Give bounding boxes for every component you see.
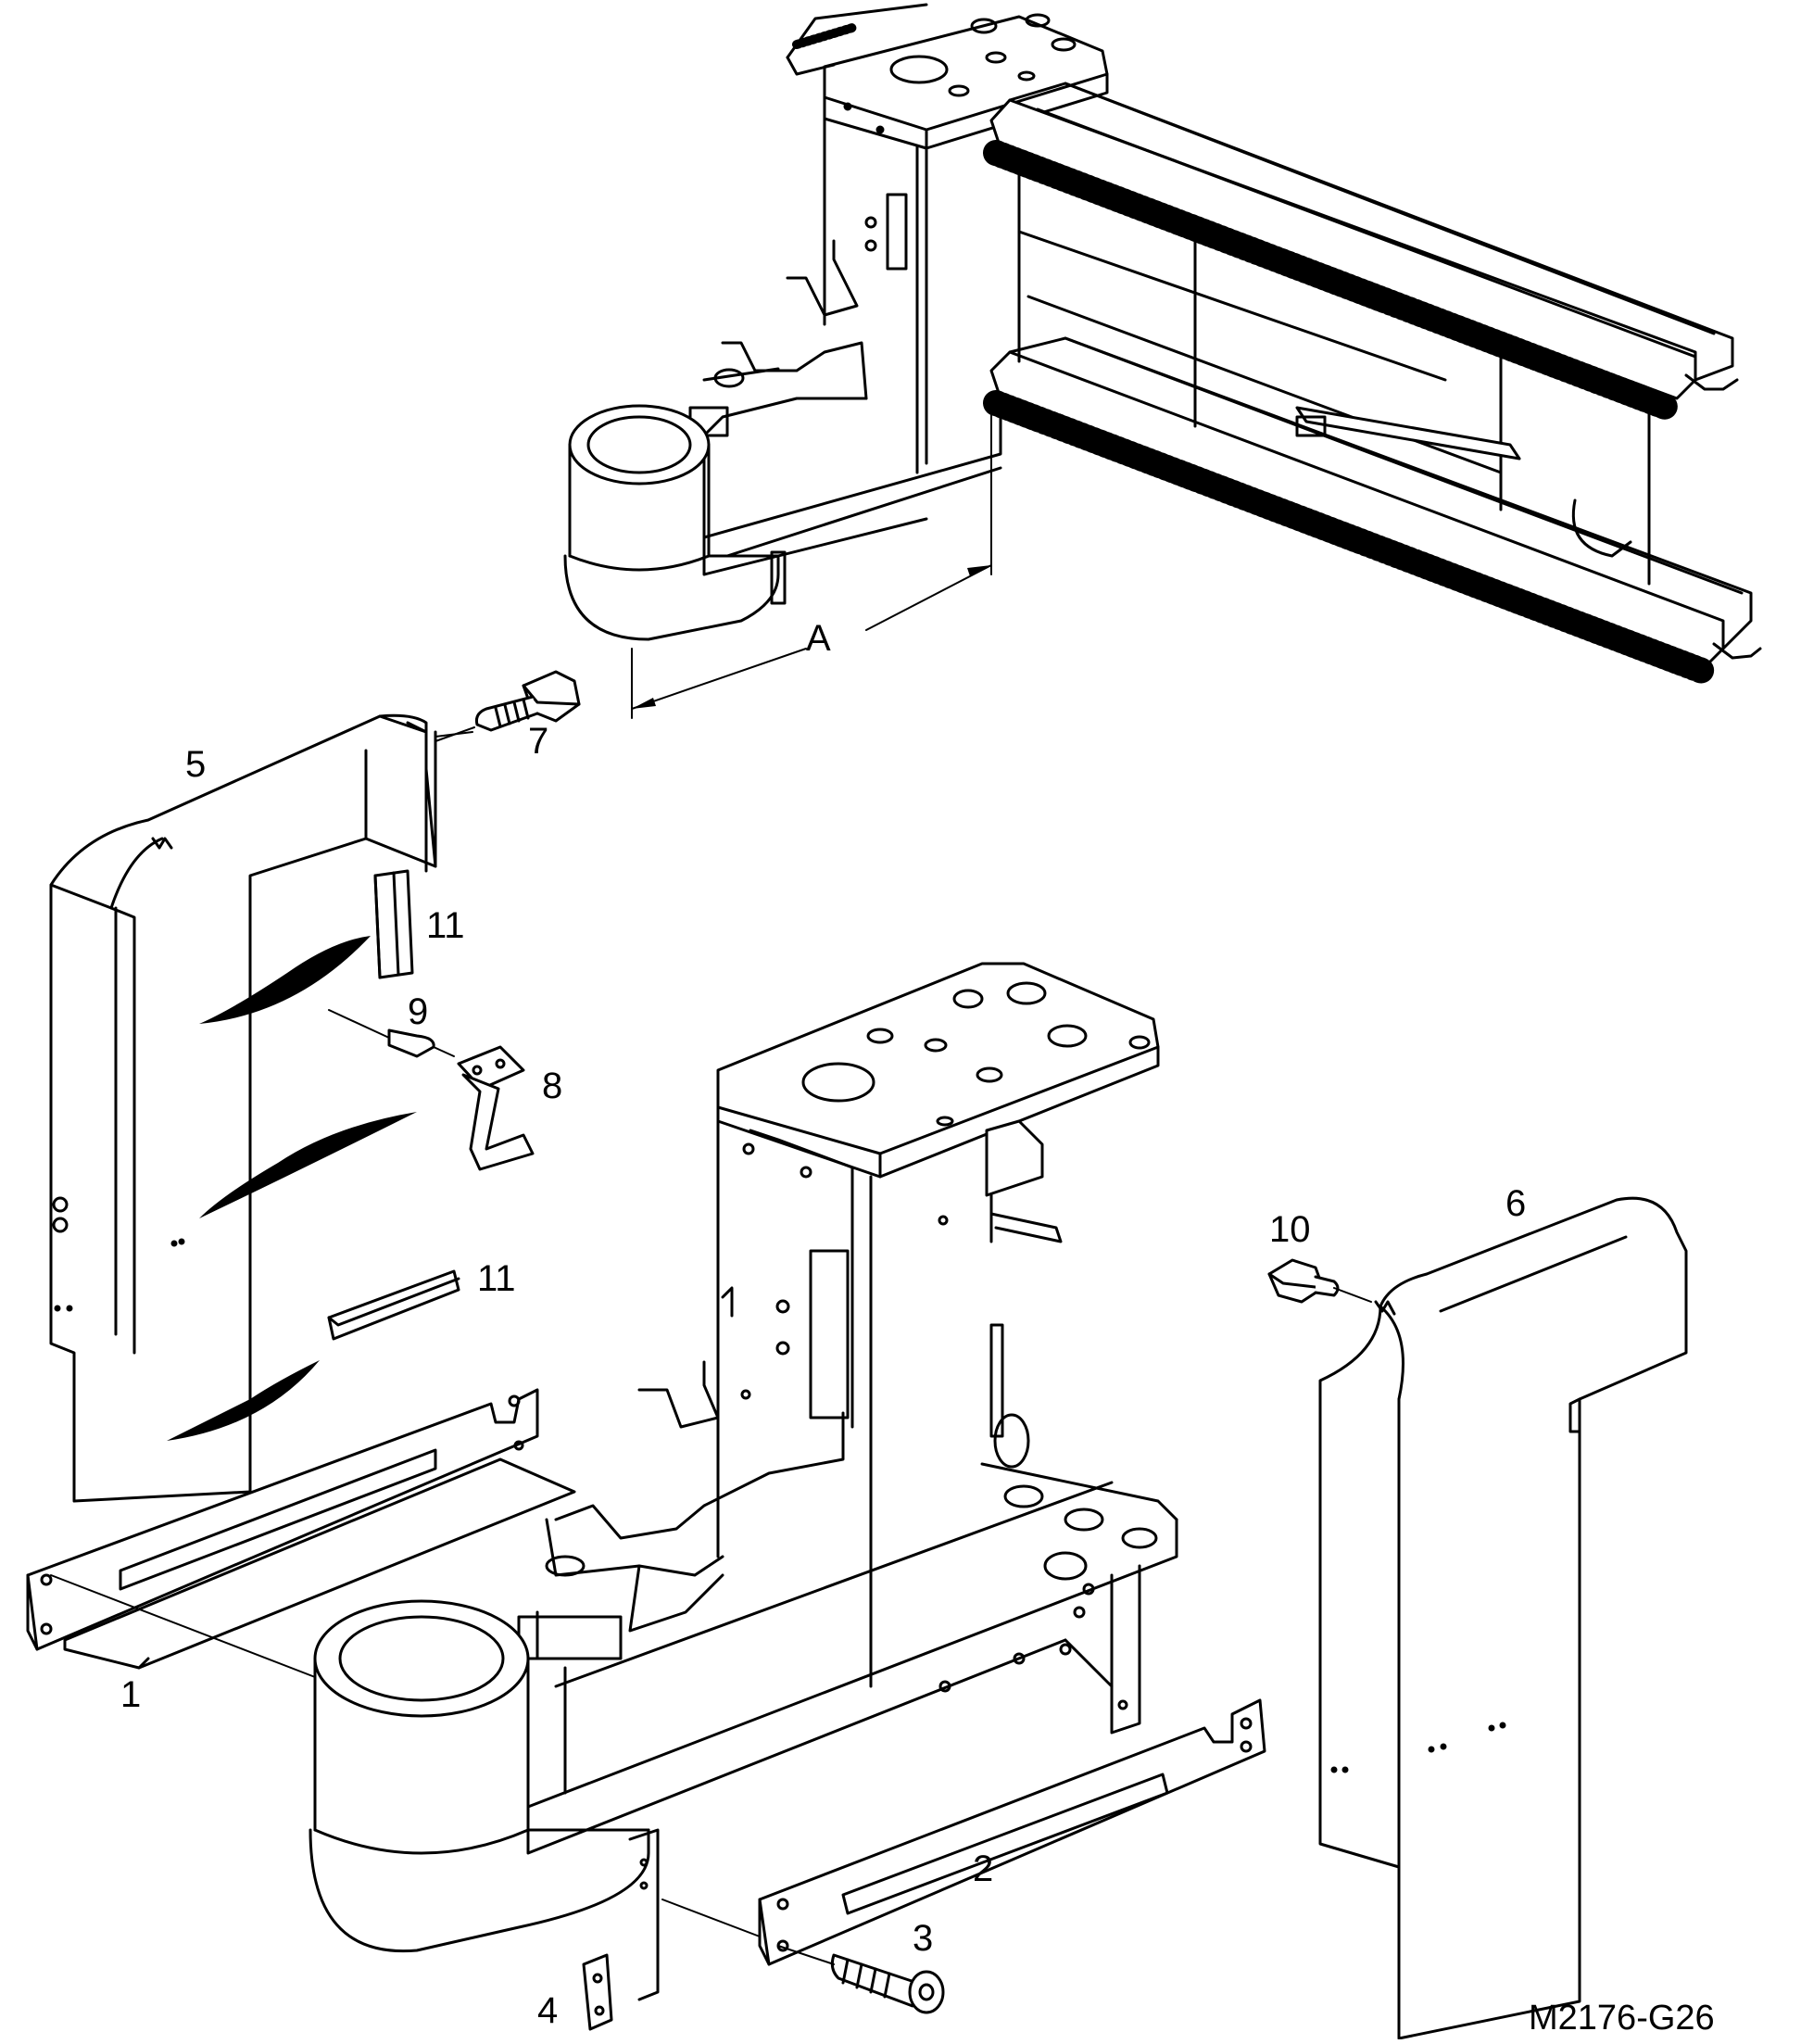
strip-11-upper xyxy=(373,869,414,979)
label-3: 3 xyxy=(913,1918,933,1959)
bolt-10 xyxy=(1267,1258,1372,1304)
plate-1 xyxy=(26,1388,576,1678)
rivet-9 xyxy=(328,1009,455,1058)
label-2: 2 xyxy=(973,1848,993,1889)
screw-3 xyxy=(777,1945,945,2014)
label-6: 6 xyxy=(1505,1183,1526,1224)
label-7: 7 xyxy=(528,721,548,762)
cover-5 xyxy=(49,713,473,1503)
label-1: 1 xyxy=(120,1674,141,1715)
bracket-4 xyxy=(582,1953,613,2031)
label-9: 9 xyxy=(408,991,428,1032)
callout-labels: 1 2 3 4 5 6 7 8 9 10 11 11 M2176-G26 xyxy=(120,721,1715,2038)
label-8: 8 xyxy=(542,1066,562,1106)
figure-reference: M2176-G26 xyxy=(1529,1999,1715,2038)
assembly-arrows xyxy=(167,936,417,1441)
screw-7 xyxy=(435,670,581,742)
dimension-label-a: A xyxy=(806,618,831,659)
bracket-8 xyxy=(457,1045,535,1171)
top-assembly: A xyxy=(563,3,1762,719)
label-4: 4 xyxy=(537,1990,558,2031)
label-5: 5 xyxy=(185,744,206,785)
label-11b: 11 xyxy=(477,1258,516,1299)
cover-6 xyxy=(1318,1196,1688,2040)
plate-2 xyxy=(661,1698,1266,1966)
label-10: 10 xyxy=(1269,1209,1311,1250)
strip-11-lower xyxy=(327,1269,460,1341)
label-11a: 11 xyxy=(426,905,465,946)
main-assembly xyxy=(309,962,1178,2001)
